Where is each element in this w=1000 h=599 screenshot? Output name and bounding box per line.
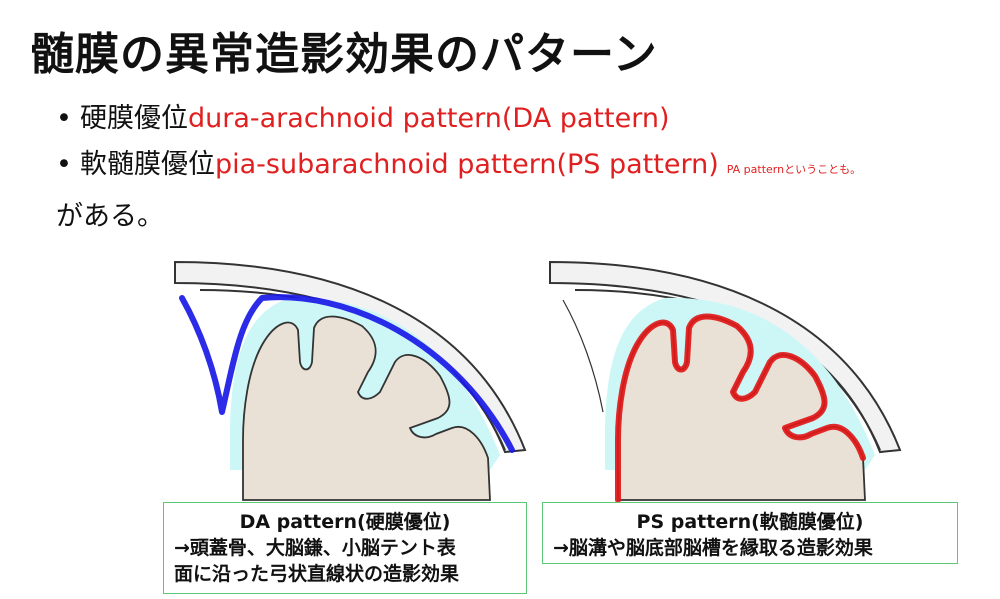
caption-da-head: DA pattern(硬膜優位) — [239, 511, 451, 533]
caption-ps-line1: →脳溝や脳底部脳槽を縁取る造影効果 — [553, 537, 873, 559]
da-blue-enhancement — [179, 294, 515, 453]
bullet-da-en: dura-arachnoid pattern(DA pattern) — [188, 103, 670, 134]
caption-da: DA pattern(硬膜優位) →頭蓋骨、大脳鎌、小脳テント表 面に沿った弓状… — [163, 502, 527, 594]
bullet-tail: がある。 — [56, 201, 164, 232]
ps-outer-line — [562, 299, 604, 413]
da-skull — [174, 260, 527, 454]
ps-skull — [549, 260, 902, 454]
caption-da-line1: →頭蓋骨、大脳鎌、小脳テント表 — [174, 537, 456, 559]
ps-illustration — [549, 260, 902, 503]
bullet-da-jp: 硬膜優位 — [80, 103, 188, 134]
bullet-list: • 硬膜優位dura-arachnoid pattern(DA pattern)… — [56, 96, 861, 193]
bullet-dot: • — [56, 149, 72, 180]
bullet-ps-en: pia-subarachnoid pattern(PS pattern) — [215, 149, 719, 180]
bullet-da: • 硬膜優位dura-arachnoid pattern(DA pattern) — [56, 96, 861, 142]
ps-red-enhancement — [615, 313, 866, 503]
da-brain — [242, 315, 491, 501]
bullet-ps: • 軟髄膜優位pia-subarachnoid pattern(PS patte… — [56, 142, 861, 193]
bullet-ps-jp: 軟髄膜優位 — [80, 149, 215, 180]
page-title: 髄膜の異常造影効果のパターン — [30, 29, 658, 80]
caption-da-line2: 面に沿った弓状直線状の造影効果 — [174, 563, 460, 585]
caption-ps: PS pattern(軟髄膜優位) →脳溝や脳底部脳槽を縁取る造影効果 — [542, 502, 958, 564]
bullet-ps-note: PA patternということも。 — [726, 163, 862, 176]
bullet-dot: • — [56, 103, 72, 134]
caption-ps-head: PS pattern(軟髄膜優位) — [636, 511, 864, 533]
da-illustration — [174, 260, 527, 501]
